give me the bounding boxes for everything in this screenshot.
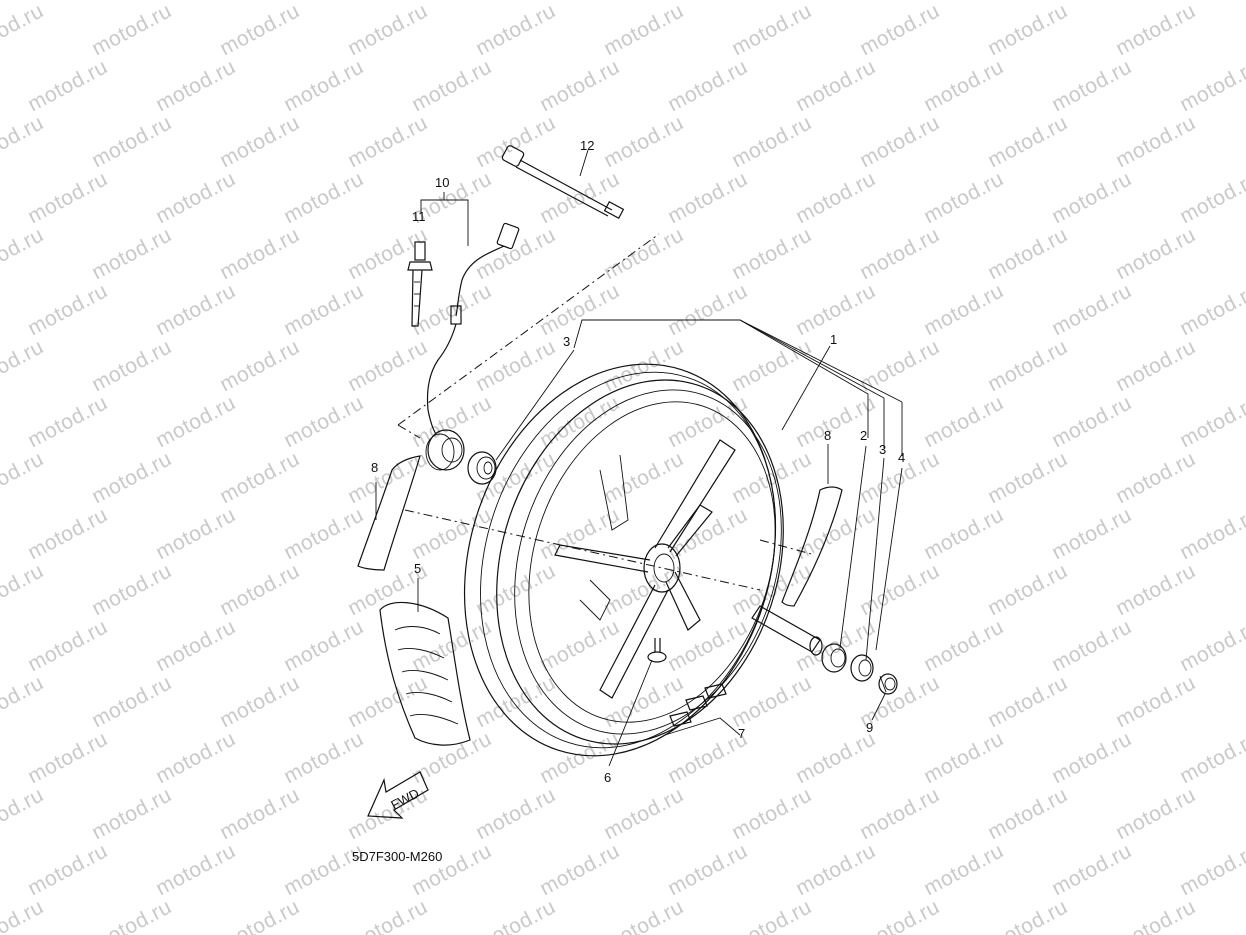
tire-valve[interactable]: [647, 638, 667, 663]
callout-bracket-line: [739, 319, 885, 399]
callout-2: 2: [860, 428, 867, 443]
balance-weights[interactable]: [669, 683, 727, 727]
tire[interactable]: [379, 601, 471, 746]
callout-leader-3a: [495, 349, 575, 461]
callout-leader-3c: [865, 457, 885, 661]
cable-tie[interactable]: [407, 241, 433, 327]
front-wheel-axle[interactable]: [501, 145, 625, 219]
callout-7: 7: [738, 726, 745, 741]
callout-bracket-3: [573, 319, 869, 438]
axle-centerline: [397, 233, 660, 426]
callout-leader-9: [871, 693, 886, 721]
callout-10: 10: [435, 175, 449, 190]
fwd-label: FWD: [388, 785, 421, 812]
left-bearing[interactable]: [467, 451, 497, 485]
callout-leader-6: [608, 659, 653, 767]
callout-leader-12: [579, 149, 589, 177]
callout-8a: 8: [371, 460, 378, 475]
callout-3b: 3: [879, 442, 886, 457]
callout-5: 5: [414, 561, 421, 576]
diagram-code: 5D7F300-M260: [352, 849, 443, 864]
wheel-rim[interactable]: [416, 323, 829, 796]
callout-4: 4: [898, 450, 905, 465]
callout-leader-4b: [875, 467, 903, 651]
hub-centerline: [404, 509, 761, 591]
left-reflector-stripe[interactable]: [357, 455, 421, 571]
callout-leader-7: [664, 717, 741, 736]
callout-12: 12: [580, 138, 594, 153]
oil-seal[interactable]: [850, 654, 874, 682]
callout-leader-2: [839, 445, 867, 649]
callout-6: 6: [604, 770, 611, 785]
callout-1: 1: [830, 332, 837, 347]
right-bearing[interactable]: [821, 643, 847, 673]
right-reflector-stripe[interactable]: [781, 486, 843, 607]
side-collar[interactable]: [878, 673, 898, 695]
callout-3a: 3: [563, 334, 570, 349]
speed-sensor-lead[interactable]: [425, 222, 520, 471]
callout-11: 11: [412, 209, 426, 224]
callout-9: 9: [866, 720, 873, 735]
axle-centerline-2: [397, 424, 421, 439]
fwd-arrow-icon: FWD: [367, 771, 429, 819]
callout-8b: 8: [824, 428, 831, 443]
hub-centerline-2: [759, 539, 816, 556]
callout-bracket-10: [420, 199, 469, 246]
callout-leader-1: [781, 345, 831, 431]
collar[interactable]: [751, 605, 823, 656]
